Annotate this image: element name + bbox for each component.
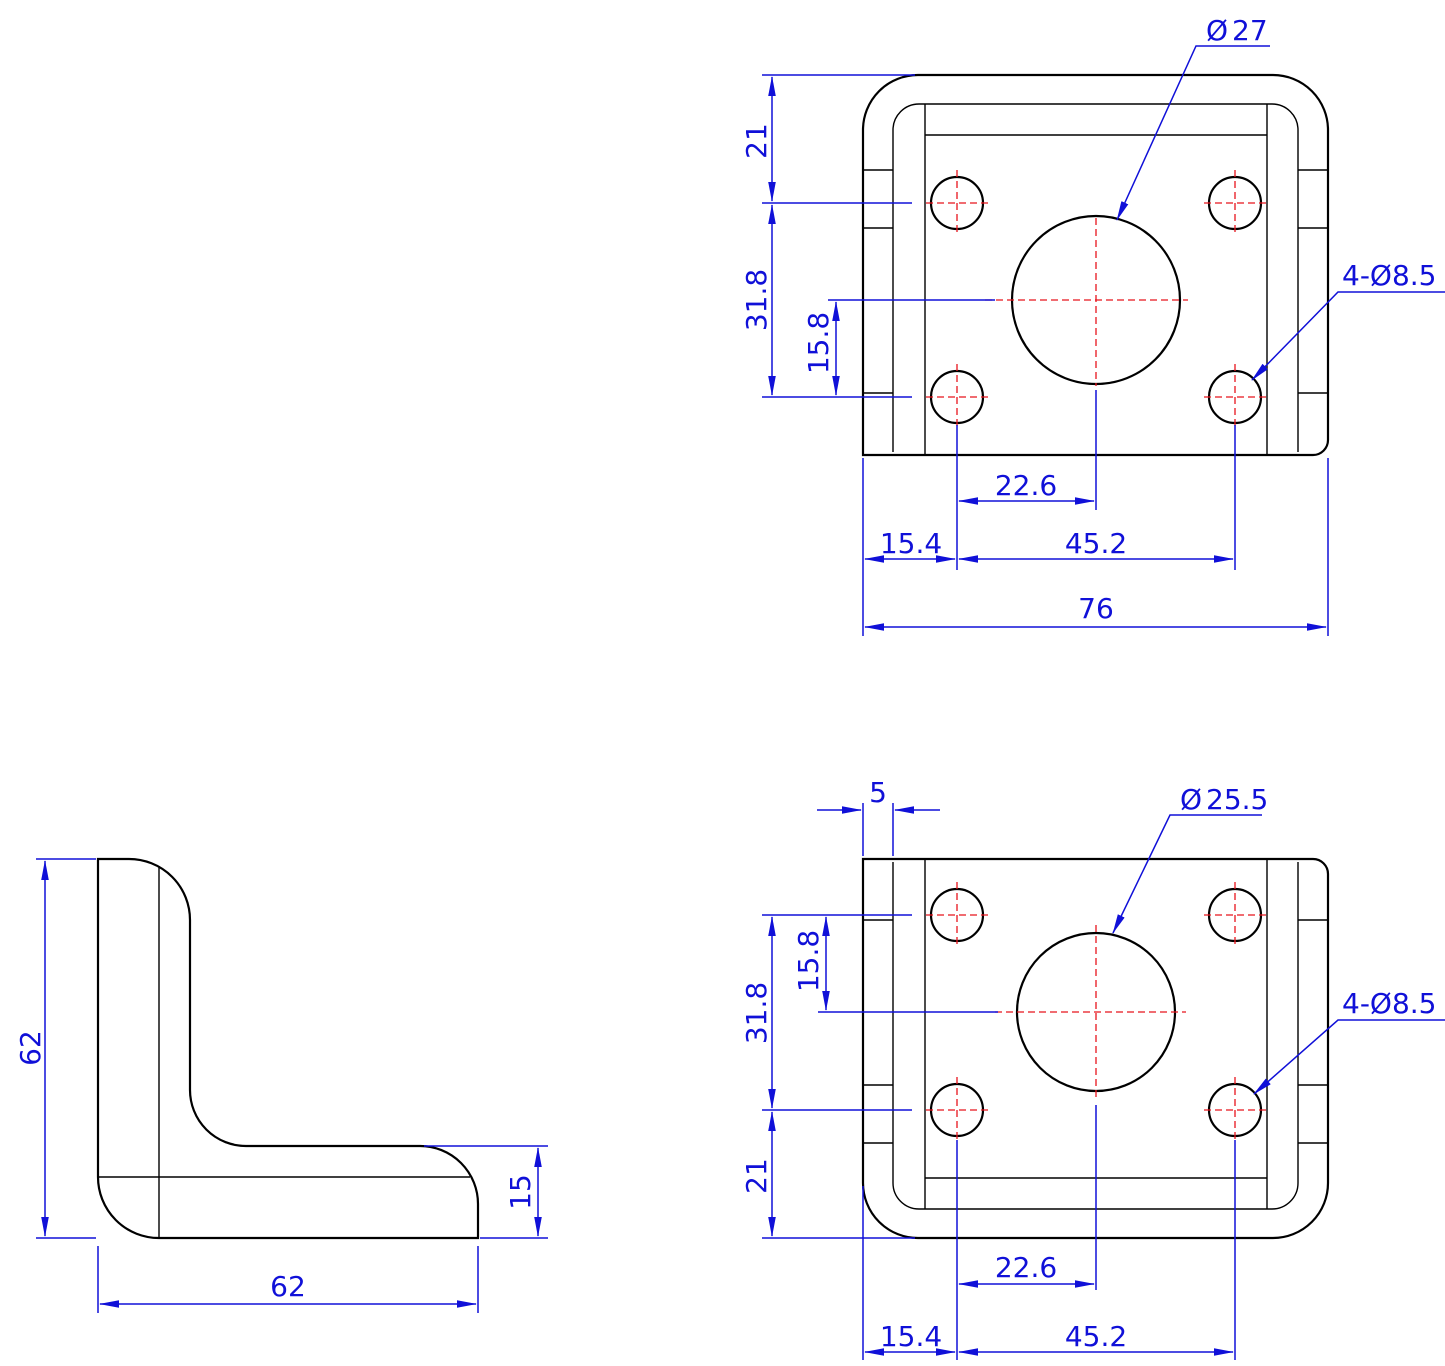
bottom-view: 5 15.8 31.8 21 22.6 15.4 45.2 Ø 25.5 xyxy=(740,776,1445,1360)
dim-half-spacing-v: 15.8 xyxy=(792,930,825,992)
leader-hole-large xyxy=(1116,45,1270,221)
dim-thickness: 5 xyxy=(869,776,887,809)
bottom-view-centerlines xyxy=(926,882,1268,1143)
dim-bottom-offset: 21 xyxy=(740,1158,773,1194)
side-view-outline xyxy=(96,857,480,1240)
dim-hole-small-callout: 4-Ø8.5 xyxy=(1342,987,1437,1020)
bottom-view-dimensions: 5 15.8 31.8 21 22.6 15.4 45.2 Ø 25.5 xyxy=(740,776,1445,1360)
dim-leg-thickness: 15 xyxy=(504,1174,537,1210)
dim-hole-large: 25.5 xyxy=(1206,783,1268,816)
top-view-dimensions: 21 31.8 15.8 22.6 15.4 45.2 76 Ø 27 xyxy=(740,14,1445,636)
dim-hole-spacing-h: 45.2 xyxy=(1065,527,1127,560)
dim-top-offset: 21 xyxy=(740,123,773,159)
top-view-part-outline xyxy=(861,73,1330,457)
dim-edge-offset-h: 15.4 xyxy=(880,527,942,560)
dim-half-spacing-h: 22.6 xyxy=(995,1251,1057,1284)
dim-hole-small-callout: 4-Ø8.5 xyxy=(1342,259,1437,292)
dim-half-spacing-v: 15.8 xyxy=(802,312,835,374)
leader-hole-small xyxy=(1253,1019,1445,1095)
dim-half-spacing-h: 22.6 xyxy=(995,469,1057,502)
dim-hole-large: 27 xyxy=(1232,14,1268,47)
top-view-centerlines xyxy=(926,170,1268,430)
dim-hole-spacing-v: 31.8 xyxy=(740,269,773,331)
dim-overall-width: 76 xyxy=(1078,592,1114,625)
dim-height: 62 xyxy=(14,1030,47,1066)
leader-hole-large xyxy=(1112,814,1262,934)
side-view: 62 62 15 xyxy=(14,857,548,1313)
top-view: 21 31.8 15.8 22.6 15.4 45.2 76 Ø 27 xyxy=(740,14,1445,636)
dim-hole-spacing-h: 45.2 xyxy=(1065,1320,1127,1353)
diameter-symbol: Ø xyxy=(1180,783,1202,816)
diameter-symbol: Ø xyxy=(1206,14,1228,47)
dim-length: 62 xyxy=(270,1270,306,1303)
side-view-dimensions: 62 62 15 xyxy=(14,858,548,1313)
leader-hole-small xyxy=(1251,291,1445,381)
dim-edge-offset-h: 15.4 xyxy=(880,1320,942,1353)
dim-hole-spacing-v: 31.8 xyxy=(740,982,773,1044)
